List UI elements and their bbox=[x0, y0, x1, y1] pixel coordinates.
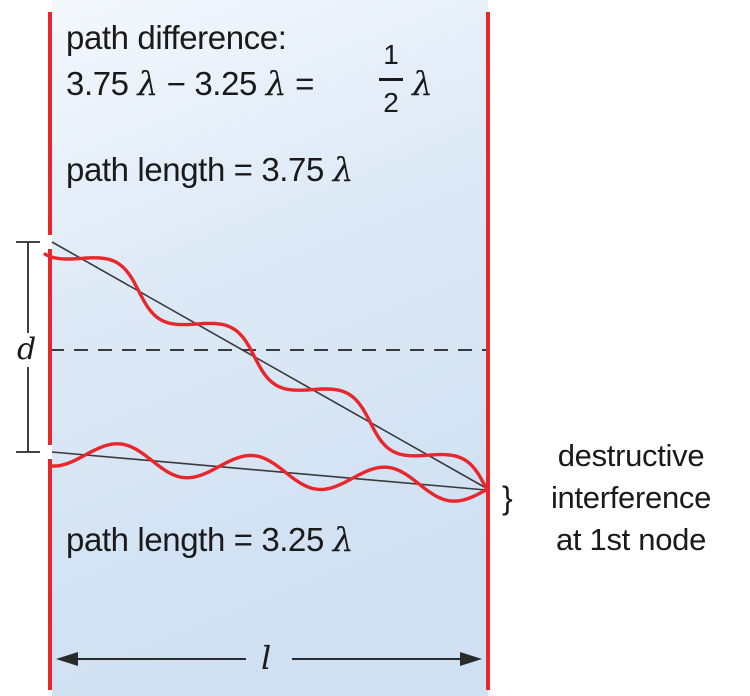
fraction-numerator: 1 bbox=[383, 39, 399, 70]
expr-subtracted-value: − 3.25 bbox=[166, 65, 258, 102]
lower-path-length-text: path length = 3.25 bbox=[66, 521, 324, 558]
upper-wave bbox=[43, 252, 488, 490]
upper-path-length-label: path length = 3.75 λ bbox=[66, 150, 354, 190]
fraction-denominator: 2 bbox=[383, 87, 399, 118]
lambda-symbol: λ bbox=[137, 64, 158, 103]
upper-ray-line bbox=[51, 241, 487, 489]
slit-separation-marker bbox=[16, 241, 40, 453]
path-difference-expression: 3.75 λ − 3.25 λ = bbox=[66, 64, 314, 104]
lambda-symbol: λ bbox=[332, 150, 354, 189]
screen-distance-label: l bbox=[261, 639, 271, 677]
result-brace: } bbox=[502, 480, 513, 516]
path-difference-heading: path difference: bbox=[66, 19, 287, 56]
lower-wave bbox=[49, 442, 488, 503]
lower-path-length-label: path length = 3.25 λ bbox=[66, 520, 354, 560]
propagation-region bbox=[52, 0, 488, 696]
lambda-symbol: λ bbox=[265, 64, 287, 103]
fraction-lambda: λ bbox=[412, 64, 433, 103]
screen-distance-arrow bbox=[56, 652, 482, 666]
expr-left-value: 3.75 bbox=[66, 65, 129, 102]
result-line-node: at 1st node bbox=[555, 522, 707, 557]
lower-ray-line bbox=[51, 451, 487, 491]
slit-separation-label: d bbox=[17, 332, 36, 367]
expr-equals: = bbox=[295, 65, 314, 102]
lambda-symbol: λ bbox=[332, 520, 354, 559]
result-line-destructive: destructive bbox=[557, 438, 705, 473]
fraction-bar bbox=[379, 78, 403, 81]
result-line-interference: interference bbox=[550, 480, 712, 515]
upper-path-length-text: path length = 3.75 bbox=[66, 151, 324, 188]
